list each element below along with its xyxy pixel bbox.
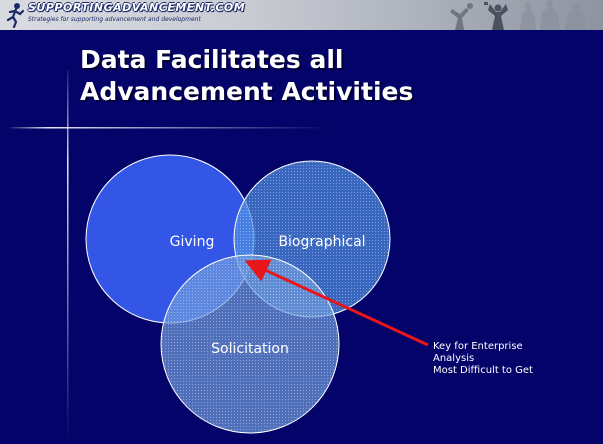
brand-tagline: Strategies for supporting advancement an…	[28, 16, 201, 23]
label-biographical: Biographical	[278, 234, 365, 250]
brand-name: SUPPORTINGADVANCEMENT.COM	[28, 1, 246, 14]
title-line-2: Advancement Activities	[80, 77, 414, 106]
runner-icon	[6, 3, 25, 28]
header-banner: SUPPORTINGADVANCEMENT.COM Strategies for…	[0, 0, 603, 30]
annotation-text: Key for Enterprise Analysis Most Difficu…	[433, 341, 533, 377]
slide-title: Data Facilitates all Advancement Activit…	[80, 44, 413, 108]
annotation-line-3: Most Difficult to Get	[433, 365, 533, 376]
label-solicitation: Solicitation	[211, 341, 289, 357]
label-giving: Giving	[170, 234, 215, 250]
title-line-1: Data Facilitates all	[80, 45, 344, 74]
annotation-line-1: Key for Enterprise	[433, 341, 523, 352]
circle-solicitation	[160, 254, 340, 434]
annotation-line-2: Analysis	[433, 353, 475, 364]
pointer-arrow	[244, 259, 429, 347]
athletes-silhouettes-icon	[450, 0, 586, 30]
